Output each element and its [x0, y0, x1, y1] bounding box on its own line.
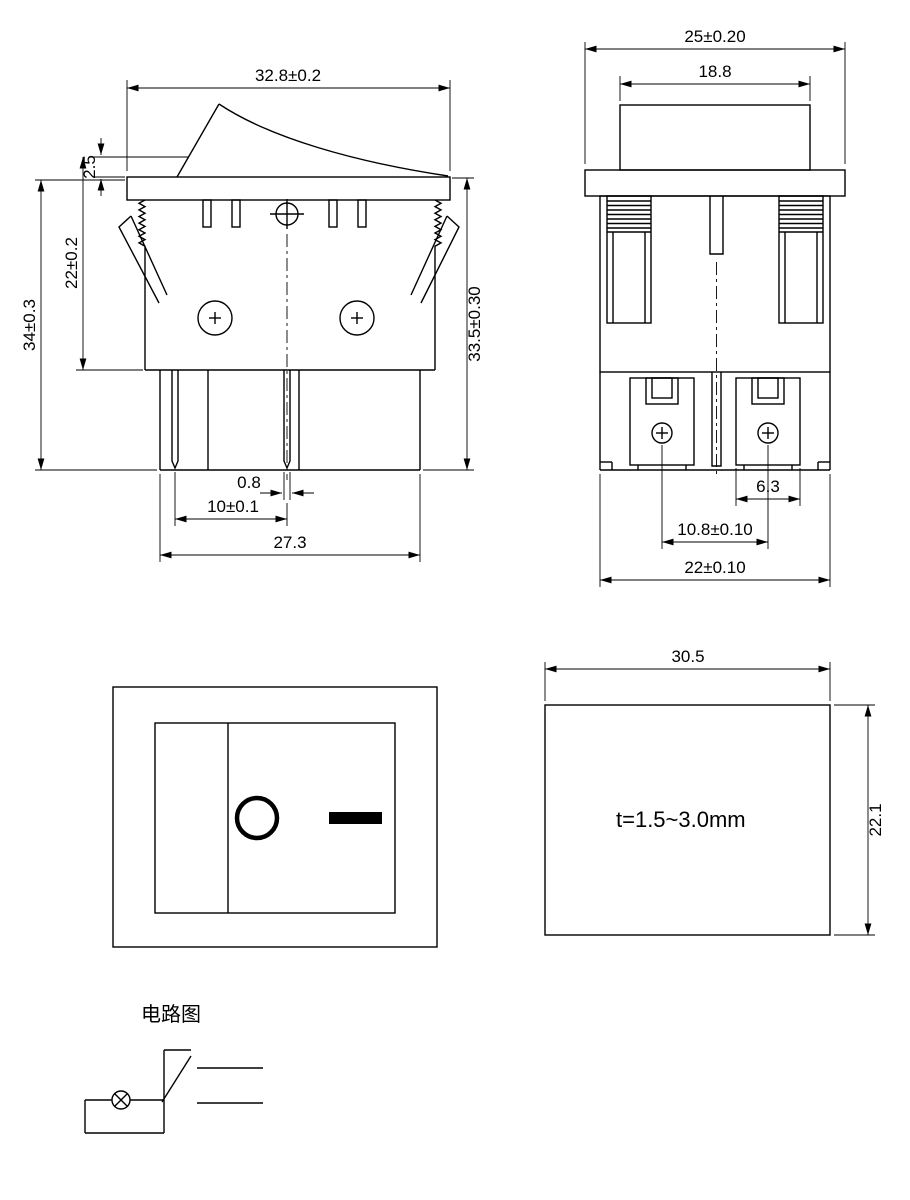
side-view: 32.8±0.2 34±0.3 22±0.2 2.5 33.5±0.30 0.8… [20, 66, 484, 562]
circuit-schematic [84, 1049, 263, 1134]
front-view: 25±0.20 18.8 6.3 10.8±0.10 22±0.10 [584, 27, 846, 587]
terminal-pin [283, 370, 291, 470]
panel-cutout-dimensions [544, 662, 875, 936]
top-slot [357, 199, 367, 228]
mounting-clip-left [118, 215, 160, 304]
panel-bezel-outline [112, 686, 438, 948]
top-slot [328, 199, 338, 228]
mounting-clip-left-inner [130, 215, 168, 296]
rocker-face-outline [154, 722, 396, 914]
dim-label-body-width: 22±0.10 [684, 558, 745, 577]
cutout-outline [544, 704, 831, 936]
power-on-symbol-icon [329, 812, 382, 824]
dim-label-overall-height: 34±0.3 [20, 299, 39, 351]
dim-label-rocker-width: 18.8 [698, 62, 731, 81]
top-slot [231, 199, 241, 228]
front-view-dimensions [584, 42, 846, 587]
body-front [599, 195, 831, 373]
dim-label-terminal-blade-width: 6.3 [756, 477, 780, 496]
dim-label-cutout-height: 22.1 [866, 803, 885, 836]
serration-right [433, 199, 443, 248]
power-off-symbol-icon [234, 795, 280, 841]
side-view-labels: 32.8±0.2 34±0.3 22±0.2 2.5 33.5±0.30 0.8… [20, 66, 484, 552]
clip-block-right [778, 195, 824, 324]
flange-front [584, 169, 846, 197]
clip-block-left [606, 195, 652, 324]
side-view-dimensions [35, 80, 474, 562]
circuit-diagram: 电路图 [84, 1003, 263, 1134]
dim-label-inner-height: 22±0.2 [62, 237, 81, 289]
rivet-left [197, 300, 233, 336]
rocker-front [619, 104, 811, 171]
mounting-flange [126, 176, 451, 201]
terminal-pin [171, 370, 179, 470]
rivet-right [339, 300, 375, 336]
panel-cutout-geometry [544, 704, 831, 936]
dim-label-terminal-pitch: 10±0.1 [207, 497, 259, 516]
top-slot [202, 199, 212, 228]
dim-label-top-width: 32.8±0.2 [255, 66, 321, 85]
panel-cutout-view: 30.5 22.1 t=1.5~3.0mm [544, 647, 885, 936]
panel-cutout-labels: 30.5 22.1 t=1.5~3.0mm [616, 647, 885, 837]
terminal-rivet-right [757, 422, 779, 444]
center-terminal [711, 372, 722, 467]
panel-front-view [112, 686, 438, 948]
panel-thickness-note: t=1.5~3.0mm [616, 807, 746, 832]
dim-label-base-width: 27.3 [273, 533, 306, 552]
front-view-geometry [584, 104, 846, 478]
dim-label-total-height-right: 33.5±0.30 [465, 286, 484, 362]
dim-label-cutout-width: 30.5 [671, 647, 704, 666]
dim-label-bezel-height: 2.5 [80, 155, 99, 179]
dim-label-front-terminal-pitch: 10.8±0.10 [677, 520, 753, 539]
circuit-diagram-title: 电路图 [141, 1003, 201, 1026]
dim-label-bezel-width: 25±0.20 [684, 27, 745, 46]
mounting-clip-right [420, 215, 460, 304]
side-view-geometry [118, 103, 460, 480]
dim-label-terminal-thickness: 0.8 [237, 473, 261, 492]
rocker-actuator-edge [176, 103, 220, 178]
rocker-actuator-curve [218, 103, 449, 177]
front-view-labels: 25±0.20 18.8 6.3 10.8±0.10 22±0.10 [677, 27, 780, 577]
terminal-rivet-left [651, 422, 673, 444]
switch-blade [161, 1055, 192, 1103]
mounting-clip-right-inner [410, 215, 448, 296]
center-slot [709, 196, 724, 255]
